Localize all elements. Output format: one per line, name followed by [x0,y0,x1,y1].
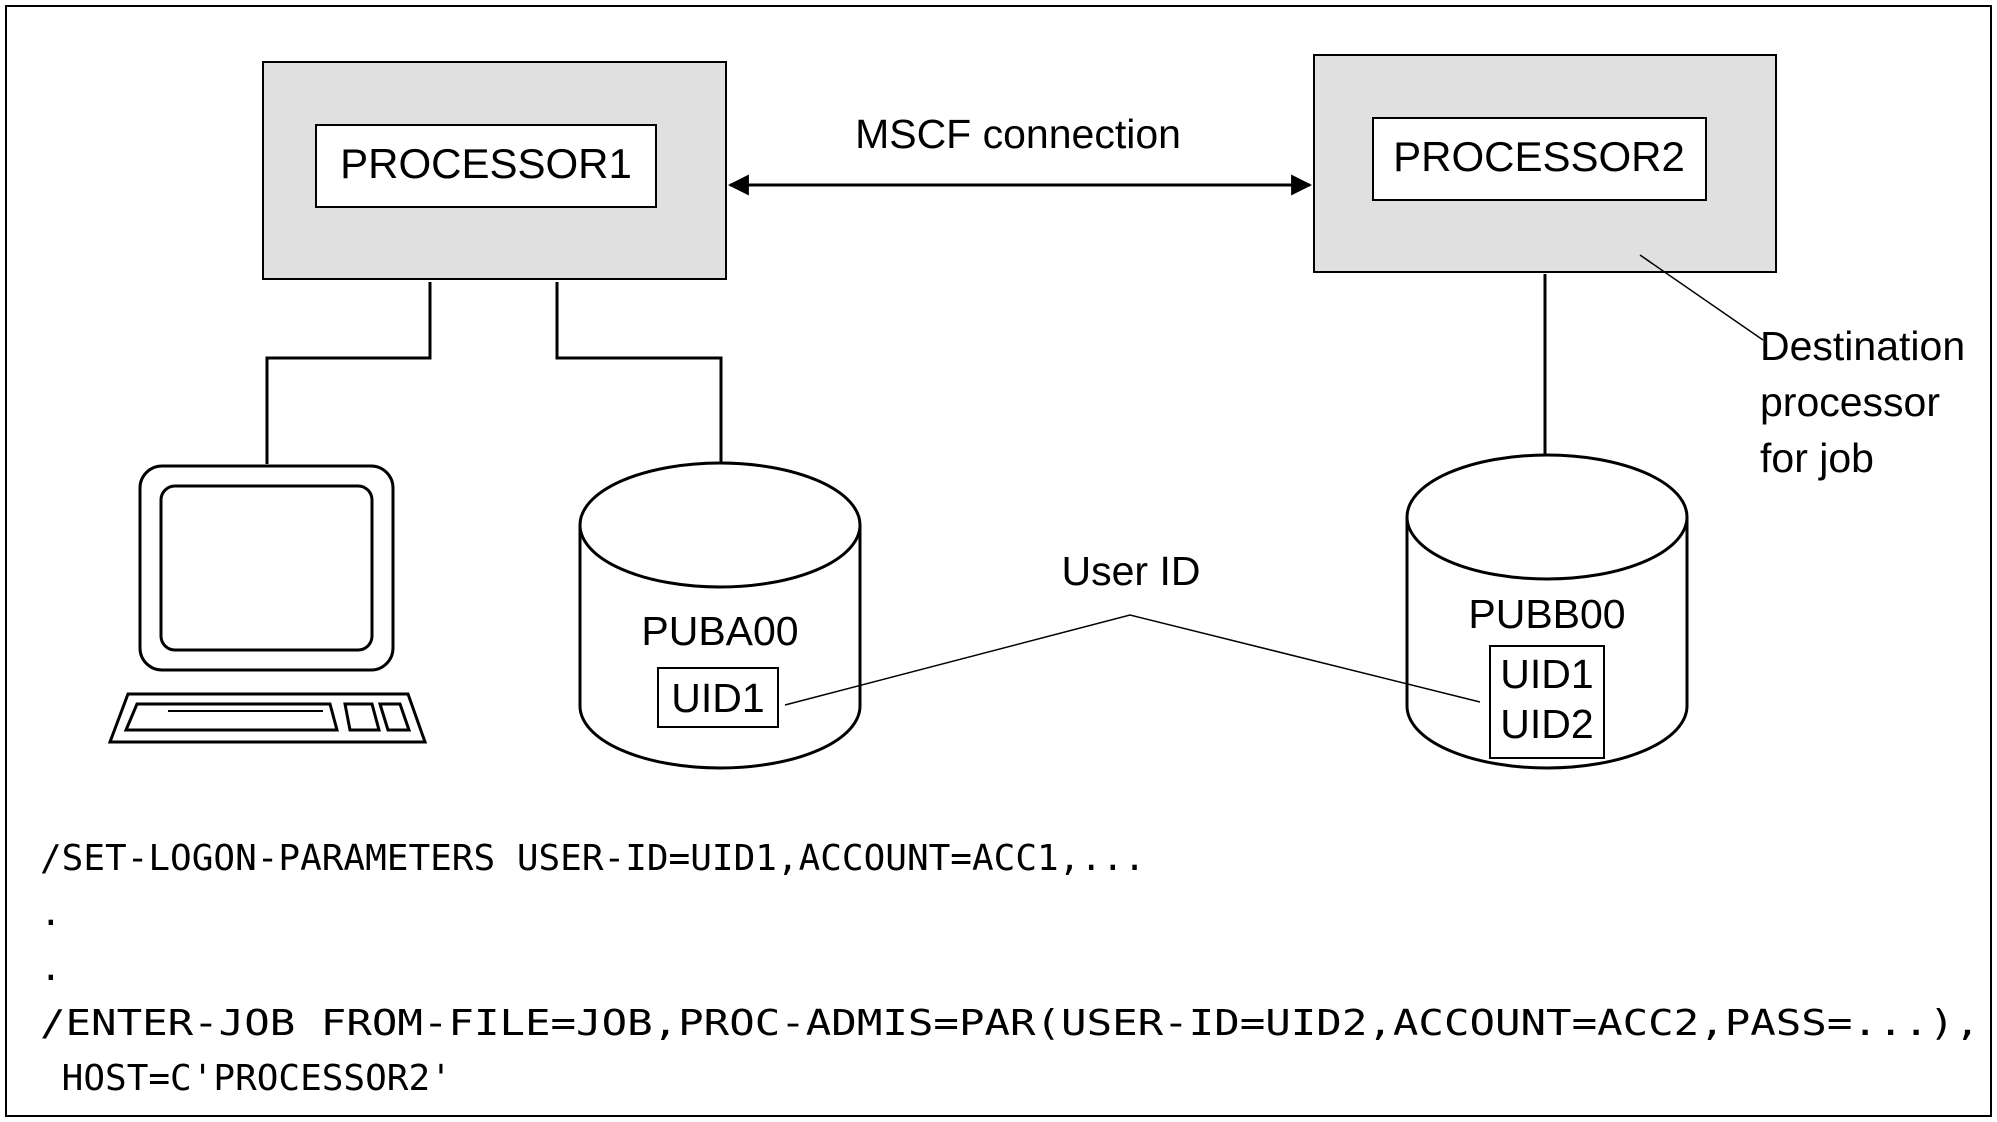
processor2-label: PROCESSOR2 [1393,133,1685,180]
destination-pointer-line [1639,254,1764,341]
command-line-5: HOST=C'PROCESSOR2' [40,1058,452,1099]
processor2-box: PROCESSOR2 [1313,54,1777,273]
command-line-1: /SET-LOGON-PARAMETERS USER-ID=UID1,ACCOU… [40,838,1145,879]
processor1-box: PROCESSOR1 [262,61,727,280]
command-line-3: . [40,948,62,989]
command-line-4: /ENTER-JOB FROM-FILE=JOB,PROC-ADMIS=PAR(… [40,1003,1980,1044]
disk-b-uid1: UID1 [1500,651,1593,697]
destination-note-line3: for job [1760,435,1874,481]
processor1-label: PROCESSOR1 [340,140,632,187]
user-id-pointer-lines [784,614,1481,706]
command-line-2: . [40,893,62,934]
disk-a: PUBA00 UID1 [578,461,862,770]
command-listing: /SET-LOGON-PARAMETERS USER-ID=UID1,ACCOU… [40,838,1980,1099]
mscf-connection-label: MSCF connection [855,111,1181,157]
destination-note-line2: processor [1760,379,1940,425]
user-id-label: User ID [1062,548,1201,594]
terminal-icon [107,464,428,744]
disk-a-name: PUBA00 [641,608,798,654]
disk-b-uid2: UID2 [1500,701,1593,747]
disk-b: PUBB00 UID1 UID2 [1405,453,1689,770]
disk-a-uid1: UID1 [671,675,764,721]
destination-note-line1: Destination [1760,323,1965,369]
disk-a-connection-line [555,282,723,468]
terminal-connection-line [265,282,432,464]
disk-b-name: PUBB00 [1468,591,1625,637]
outer-frame [5,5,1992,1117]
destination-note: Destination processor for job [1760,323,1977,481]
